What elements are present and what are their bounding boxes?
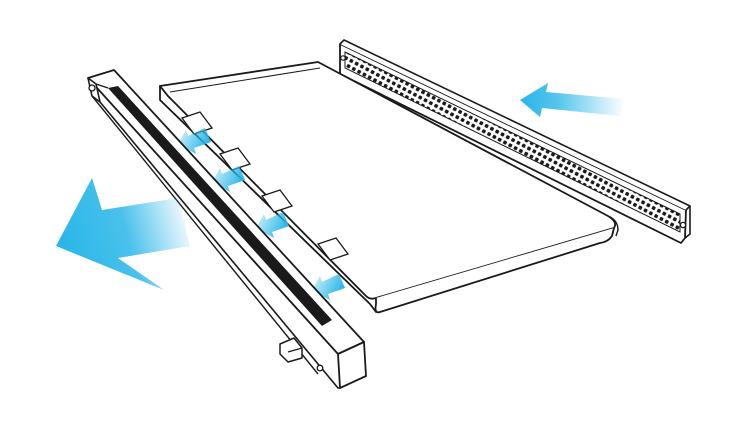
- front-bezel-bar: [87, 69, 367, 389]
- exhaust-airflow-arrow-icon-3: [256, 212, 289, 238]
- screw-icon: [88, 84, 96, 92]
- perforated-grille-icon: [344, 51, 681, 233]
- fan-slot-icon: [260, 189, 294, 213]
- mounting-hole-icon: [679, 221, 687, 229]
- screw-icon: [316, 364, 324, 372]
- fan-slot-icon: [218, 147, 252, 171]
- intake-airflow-arrow-icon: [520, 83, 625, 117]
- perforated-vent-rail: [339, 39, 691, 244]
- exhaust-airflow-arrow-large-icon: [56, 178, 190, 290]
- chassis-tray: [159, 61, 619, 314]
- mounting-hole-icon: [340, 55, 346, 61]
- latch-tab-icon: [279, 337, 303, 363]
- fan-slot-icon: [316, 237, 350, 261]
